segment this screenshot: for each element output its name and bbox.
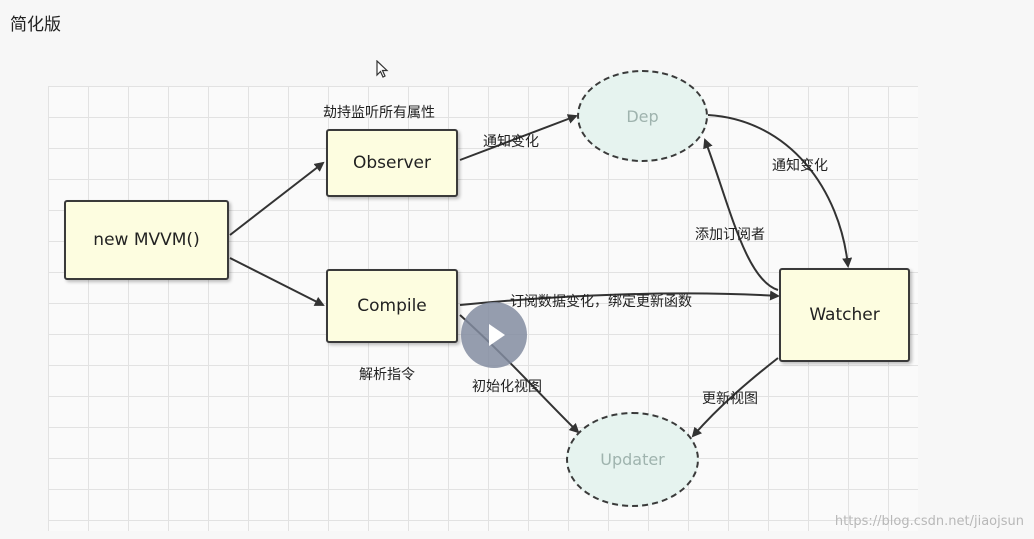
- watermark: https://blog.csdn.net/jiaojsun: [834, 514, 1024, 529]
- node-new-mvvm: new MVVM(): [64, 200, 229, 280]
- compile-caption: 解析指令: [359, 367, 415, 383]
- node-compile-label: Compile: [357, 296, 427, 316]
- label-compile-to-watcher: 订阅数据变化，绑定更新函数: [510, 294, 692, 310]
- arrow-mvvm-to-observer: [229, 161, 325, 236]
- node-observer: Observer: [326, 129, 458, 197]
- arrow-dep-to-watcher: [707, 114, 853, 268]
- node-watcher: Watcher: [779, 268, 910, 362]
- node-observer-label: Observer: [353, 153, 431, 173]
- arrow-compile-to-watcher: [459, 290, 780, 306]
- play-icon[interactable]: [461, 302, 527, 368]
- label-watcher-to-updater: 更新视图: [702, 391, 758, 407]
- node-new-mvvm-label: new MVVM(): [93, 230, 200, 250]
- node-updater-label: Updater: [600, 450, 665, 469]
- cursor-icon: [376, 60, 389, 78]
- arrow-observer-to-dep: [459, 114, 578, 161]
- label-watcher-to-dep: 添加订阅者: [695, 227, 765, 243]
- observer-caption: 劫持监听所有属性: [323, 105, 435, 121]
- label-compile-to-updater: 初始化视图: [472, 379, 542, 395]
- node-compile: Compile: [326, 269, 458, 343]
- arrow-mvvm-to-compile: [229, 257, 325, 306]
- node-updater: Updater: [566, 412, 699, 507]
- node-dep-label: Dep: [626, 106, 659, 126]
- arrow-watcher-to-updater: [691, 357, 779, 438]
- label-dep-to-watcher: 通知变化: [772, 158, 828, 174]
- label-observer-to-dep: 通知变化: [483, 134, 539, 150]
- page-title: 简化版: [10, 15, 61, 35]
- arrow-watcher-to-dep: [703, 138, 779, 291]
- node-dep: Dep: [577, 70, 708, 162]
- node-watcher-label: Watcher: [809, 305, 880, 325]
